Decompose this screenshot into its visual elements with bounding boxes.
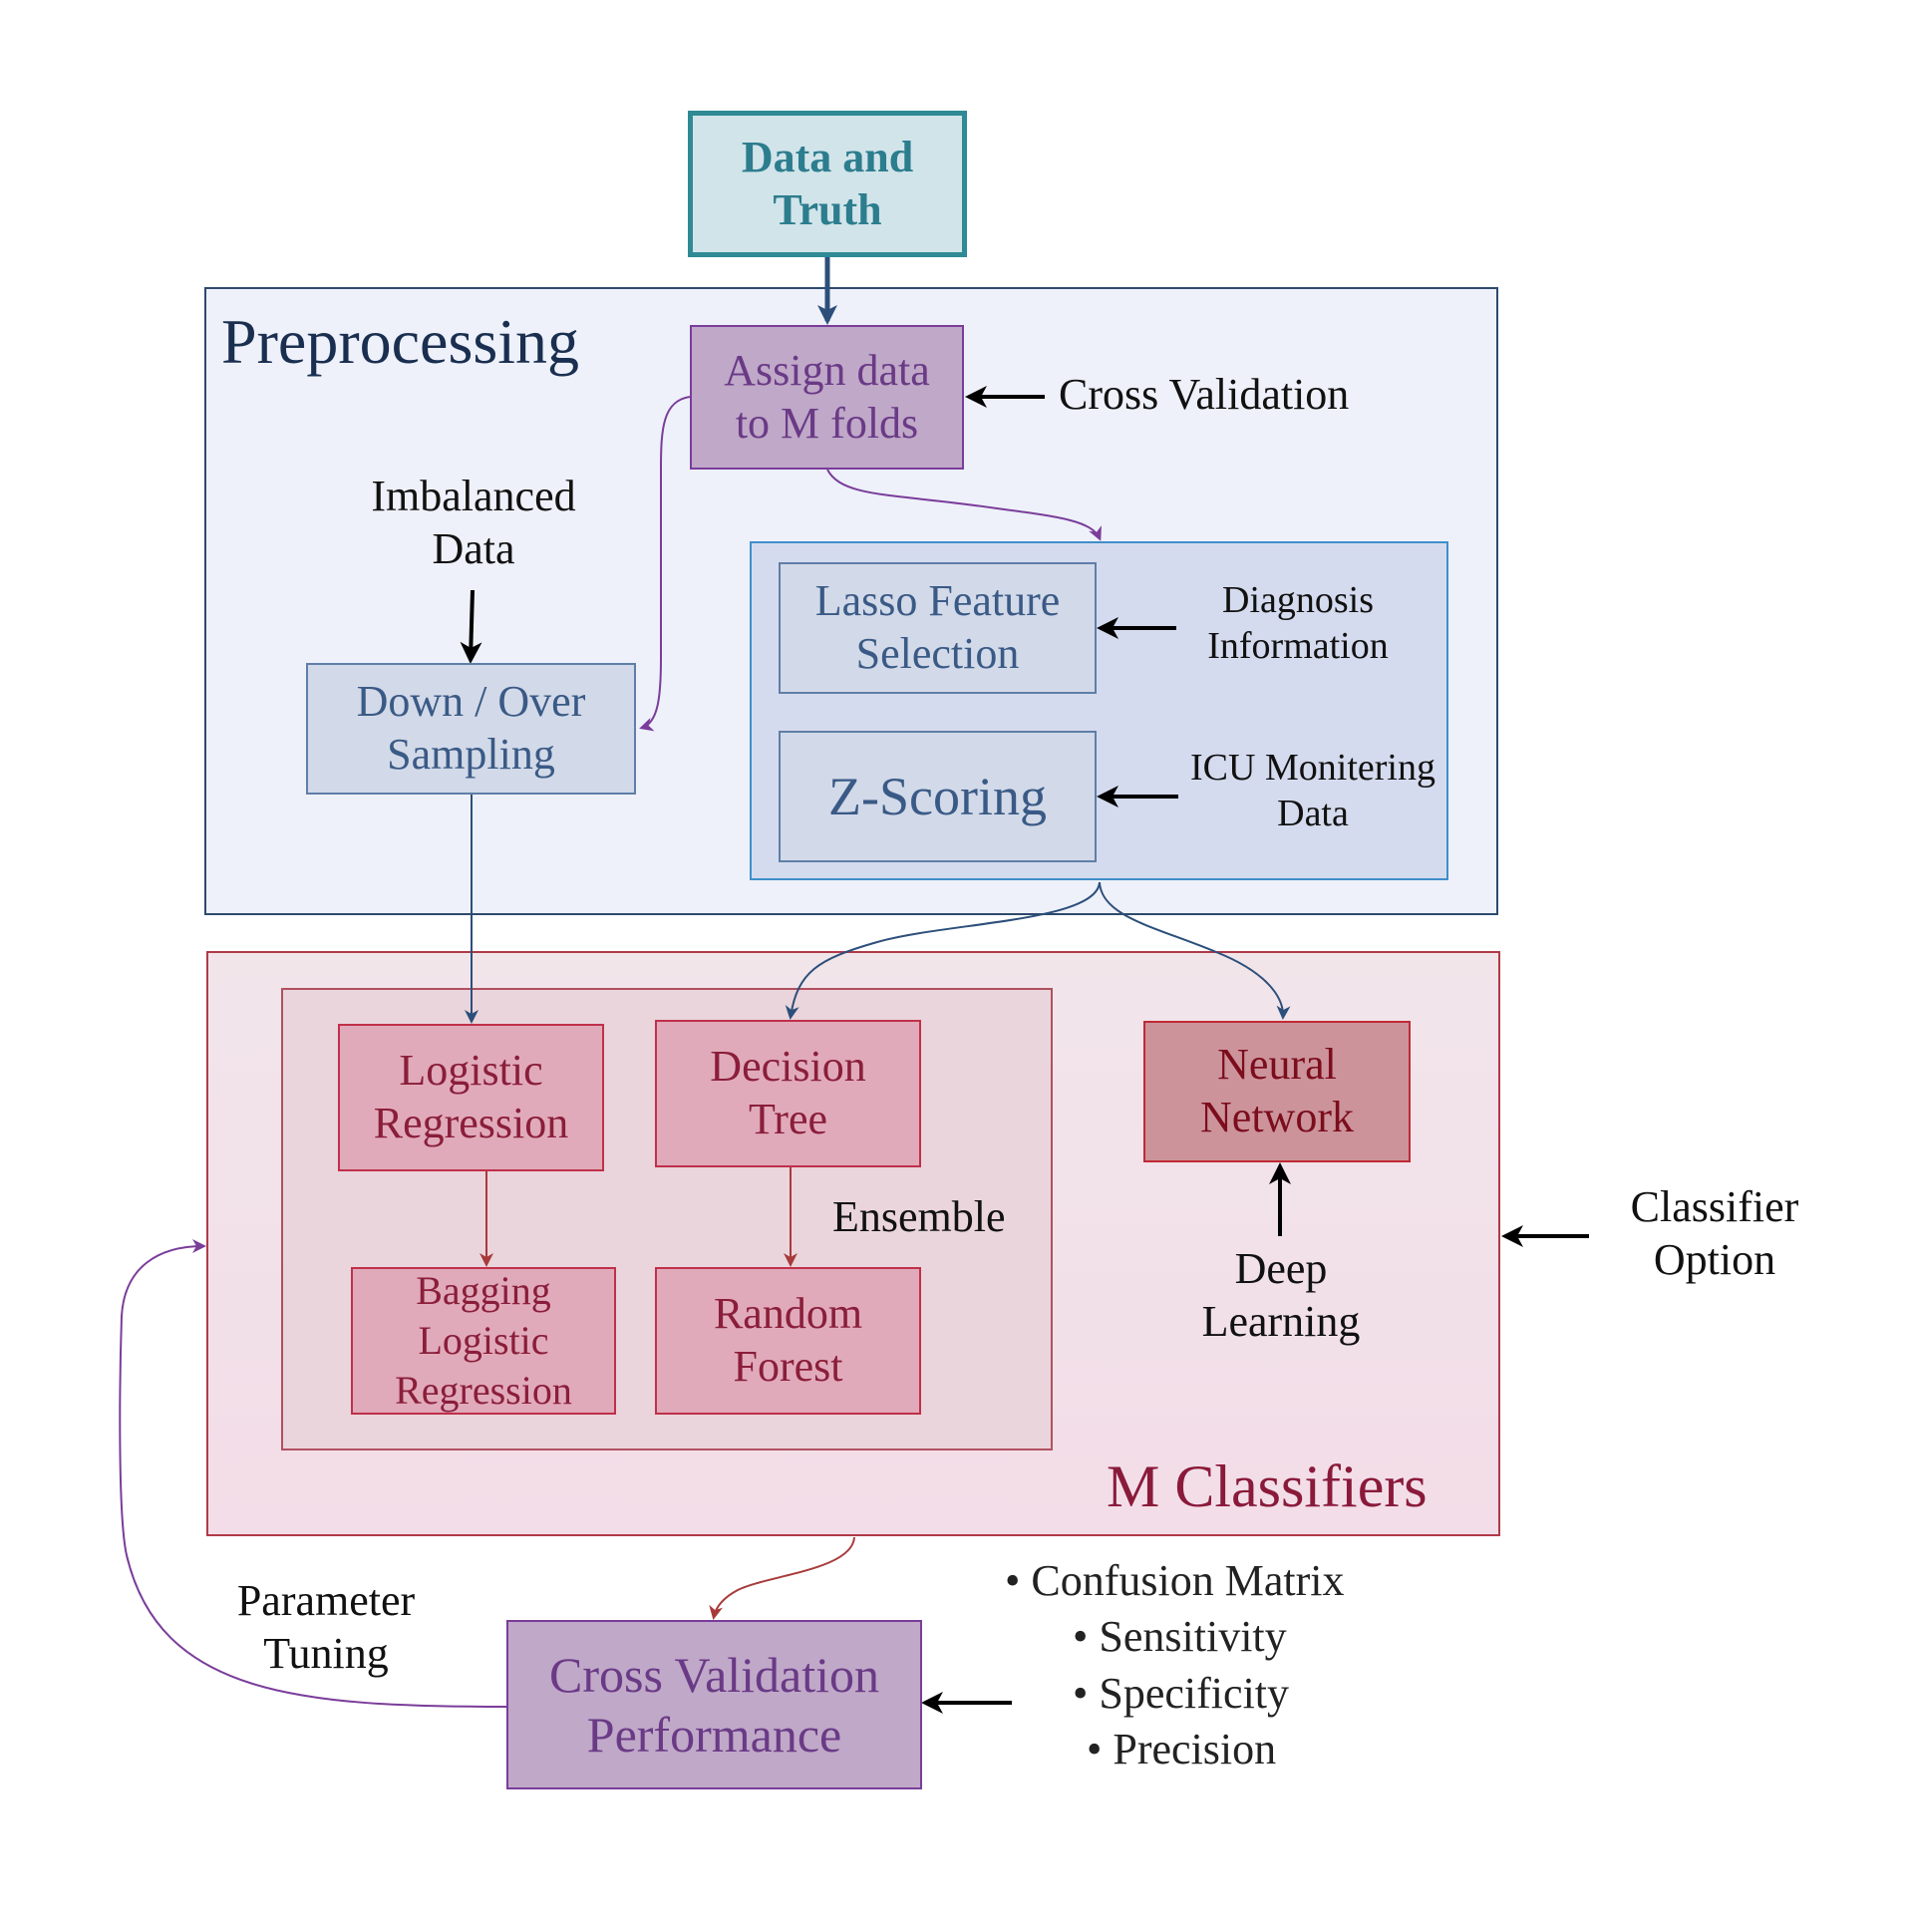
z-scoring-node[interactable]: Z-Scoring bbox=[779, 731, 1097, 862]
assign-folds-node[interactable]: Assign data to M folds bbox=[690, 325, 964, 470]
ensemble-label: Ensemble bbox=[832, 1192, 1006, 1241]
data-and-truth-node[interactable]: Data and Truth bbox=[688, 111, 967, 257]
neural-network-node[interactable]: Neural Network bbox=[1143, 1021, 1411, 1162]
logistic-regression-node[interactable]: Logistic Regression bbox=[338, 1024, 604, 1171]
bagging-label: Bagging Logistic Regression bbox=[395, 1268, 572, 1413]
down-over-sampling-node[interactable]: Down / Over Sampling bbox=[306, 663, 636, 795]
metric-item: • Specificity bbox=[1073, 1668, 1290, 1718]
random-forest-label: Random Forest bbox=[713, 1289, 863, 1391]
preprocessing-title: Preprocessing bbox=[221, 306, 580, 377]
diagnosis-information-label: Diagnosis Information bbox=[1207, 579, 1389, 667]
arrow-classifiers-to-performance bbox=[709, 1536, 855, 1620]
data-and-truth-label: Data and Truth bbox=[741, 132, 914, 234]
bagging-logistic-regression-node[interactable]: Bagging Logistic Regression bbox=[351, 1267, 616, 1415]
random-forest-node[interactable]: Random Forest bbox=[655, 1267, 921, 1415]
assign-folds-label: Assign data to M folds bbox=[724, 345, 930, 448]
cv-performance-label: Cross Validation Performance bbox=[548, 1647, 880, 1763]
m-classifiers-title: M Classifiers bbox=[1107, 1453, 1428, 1519]
cross-validation-performance-node[interactable]: Cross Validation Performance bbox=[506, 1620, 922, 1789]
lasso-label: Lasso Feature Selection bbox=[814, 576, 1061, 678]
parameter-tuning-label: Parameter Tuning bbox=[236, 1576, 416, 1678]
metric-item: • Sensitivity bbox=[1073, 1612, 1287, 1662]
metrics-list: • Confusion Matrix • Sensitivity • Speci… bbox=[1005, 1553, 1345, 1777]
logistic-regression-label: Logistic Regression bbox=[373, 1046, 569, 1147]
imbalanced-data-label: Imbalanced Data bbox=[371, 472, 576, 573]
lasso-feature-selection-node[interactable]: Lasso Feature Selection bbox=[779, 562, 1097, 694]
down-over-sampling-label: Down / Over Sampling bbox=[356, 677, 586, 779]
cross-validation-label: Cross Validation bbox=[1059, 370, 1350, 419]
classifier-option-label: Classifier Option bbox=[1630, 1182, 1799, 1284]
z-scoring-label: Z-Scoring bbox=[828, 766, 1047, 826]
metric-item: • Confusion Matrix bbox=[1005, 1556, 1345, 1605]
decision-tree-label: Decision Tree bbox=[710, 1042, 866, 1143]
neural-network-label: Neural Network bbox=[1200, 1040, 1354, 1141]
metric-item: • Precision bbox=[1087, 1724, 1277, 1773]
deep-learning-label: Deep Learning bbox=[1201, 1244, 1361, 1346]
icu-monitoring-data-label: ICU Monitering Data bbox=[1190, 747, 1435, 834]
decision-tree-node[interactable]: Decision Tree bbox=[655, 1020, 921, 1167]
